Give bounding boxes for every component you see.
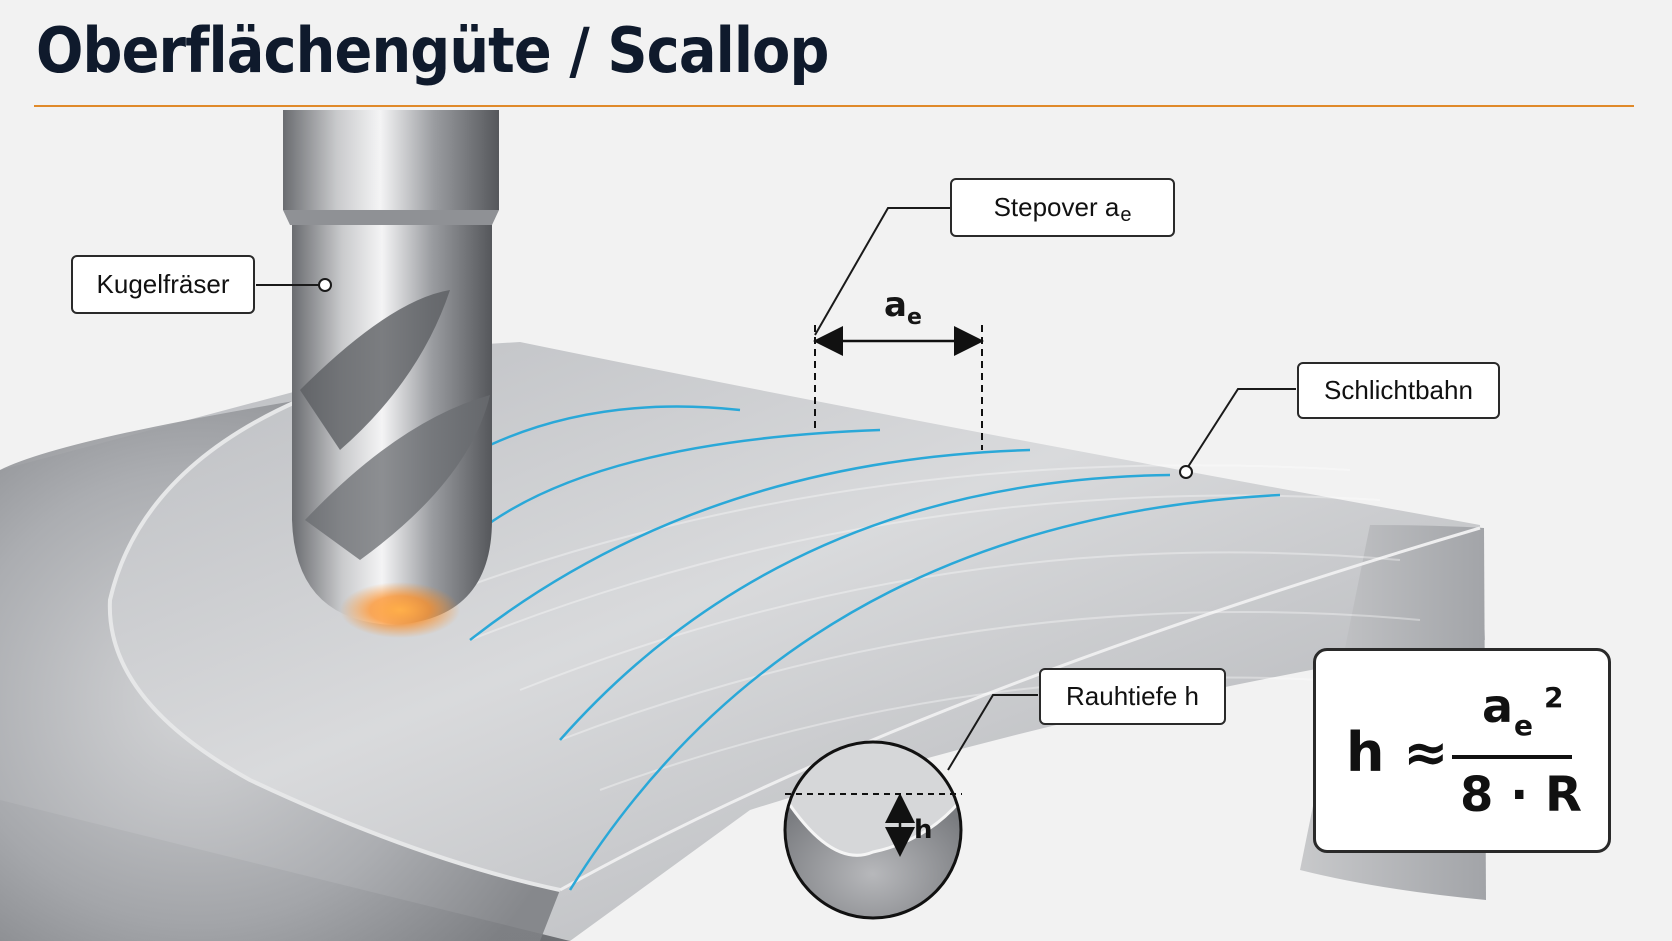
inset-scallop-profile xyxy=(785,790,961,918)
leader-dot-pass xyxy=(1179,465,1193,479)
label-roughness-text: Rauhtiefe h xyxy=(1066,681,1199,711)
tool-neck xyxy=(283,210,499,225)
inset-border xyxy=(783,740,963,920)
formula-numerator-sub: e xyxy=(1514,709,1533,742)
stepover-dimension-label: ae xyxy=(884,285,922,330)
label-stepover-text: Stepover a xyxy=(993,192,1120,222)
toolpath-lines xyxy=(469,405,1281,891)
tool-shank xyxy=(283,110,499,210)
dimension-sub: e xyxy=(906,305,922,330)
ball-end-mill xyxy=(283,110,499,638)
label-tool-text: Kugelfräser xyxy=(96,269,230,299)
inset-height-label: h xyxy=(914,815,933,845)
formula-fraction-bar xyxy=(1452,755,1572,759)
formula-numerator: a xyxy=(1482,679,1514,733)
toolpath-5 xyxy=(568,493,1281,891)
curved-pocket xyxy=(0,400,560,941)
stepover-dimension xyxy=(813,325,984,450)
page-title: Oberflächengüte / Scallop xyxy=(36,14,829,87)
label-roughness: Rauhtiefe h xyxy=(1039,668,1226,725)
cutting-contact-glow xyxy=(340,582,460,638)
formula-denominator: 8 · R xyxy=(1460,767,1583,823)
label-pass-text: Schlichtbahn xyxy=(1324,375,1473,405)
tool-flute-1 xyxy=(300,290,450,450)
label-tool: Kugelfräser xyxy=(71,255,255,314)
toolpath-1 xyxy=(489,405,741,447)
formula-lhs: h ≈ xyxy=(1346,721,1449,784)
tool-flute-2 xyxy=(305,395,490,560)
leader-pass xyxy=(1185,388,1296,471)
toolpath-2 xyxy=(479,428,881,532)
title-rule xyxy=(34,105,1634,107)
leader-dot-tool xyxy=(318,278,332,292)
formula-numerator-sup: 2 xyxy=(1544,681,1564,714)
workpiece-front-edge xyxy=(559,526,1481,892)
workpiece xyxy=(0,342,1486,941)
pocket-edge xyxy=(107,398,561,892)
roughness-inset: h xyxy=(783,740,963,920)
inset-scallop-edge xyxy=(785,789,961,857)
leader-roughness xyxy=(947,694,1038,771)
toolpath-3 xyxy=(469,448,1031,641)
leader-stepover xyxy=(814,207,950,336)
dimension-symbol: a xyxy=(884,285,907,325)
label-pass: Schlichtbahn xyxy=(1297,362,1500,419)
formula-box: h ≈ a e 2 8 · R xyxy=(1313,648,1611,853)
leader-lines xyxy=(256,207,1296,771)
toolpath-4 xyxy=(559,473,1171,741)
label-stepover-sub: e xyxy=(1120,204,1132,226)
